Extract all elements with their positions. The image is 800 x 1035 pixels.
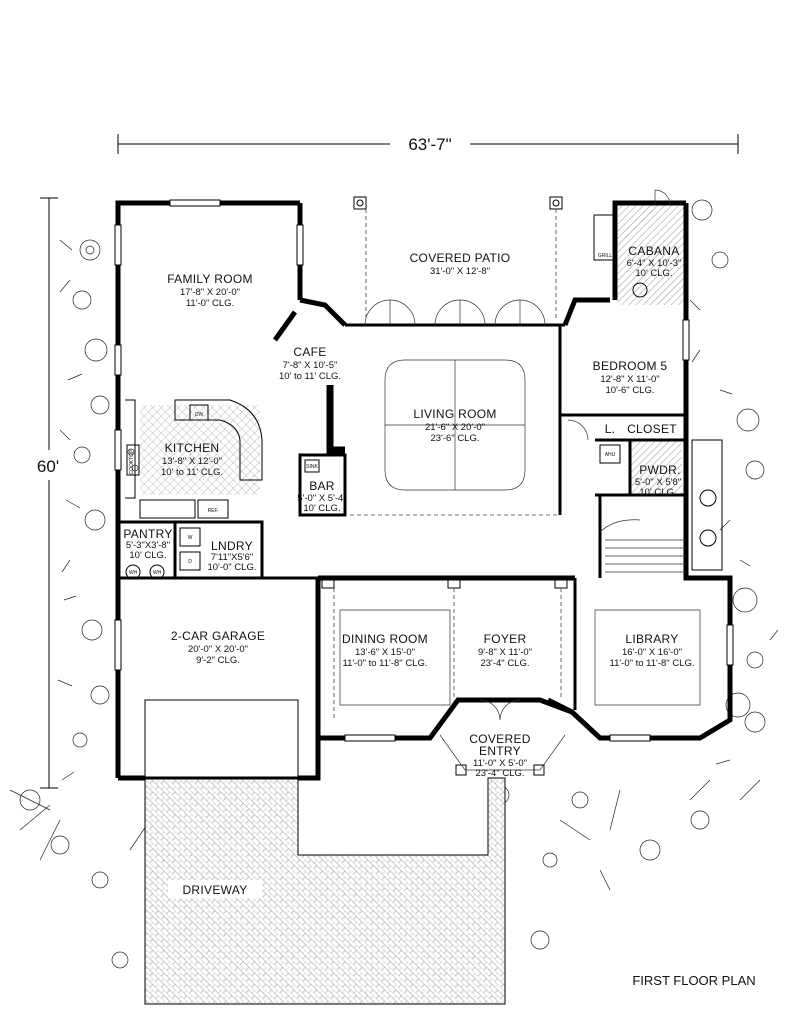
svg-text:BEDROOM 5: BEDROOM 5 <box>593 359 668 373</box>
ahu-label: AHU <box>605 452 616 458</box>
svg-text:10' CLG.: 10' CLG. <box>303 503 340 514</box>
svg-text:LIVING ROOM: LIVING ROOM <box>413 407 496 421</box>
svg-text:7'-8" X 10'-5": 7'-8" X 10'-5" <box>283 360 338 371</box>
room-covered-entry: COVERED ENTRY 11'-0" X 5'-0" 23'-4" CLG. <box>469 732 530 779</box>
svg-text:FOYER: FOYER <box>484 632 527 646</box>
bar-fixtures <box>304 459 320 473</box>
room-cafe: CAFE 7'-8" X 10'-5" 10' to 11' CLG. <box>279 345 341 382</box>
svg-text:13'-8" X 12'-0": 13'-8" X 12'-0" <box>162 456 222 467</box>
room-family: FAMILY ROOM 17'-8" X 20'-0" 11'-0" CLG. <box>167 272 253 309</box>
room-bedroom-5: BEDROOM 5 12'-8" X 11'-0" 10'-6" CLG. <box>593 359 668 396</box>
patio-columns <box>353 196 563 320</box>
room-closet: CLOSET L. <box>605 422 677 436</box>
depth-dimension: 60' <box>37 457 59 476</box>
grill-label: GRILL <box>598 253 613 259</box>
patio-french-doors <box>345 299 565 327</box>
svg-text:DINING ROOM: DINING ROOM <box>342 632 428 646</box>
cabana-fixtures <box>593 189 671 298</box>
laundry-fixtures <box>125 527 201 580</box>
room-dining: DINING ROOM 13'-6" X 15'-0" 11'-0" to 11… <box>342 632 428 669</box>
garage-door <box>144 699 299 780</box>
refrigerator-label: REF. <box>208 508 219 514</box>
linen-closet-label: L. <box>605 422 616 436</box>
svg-text:2-CAR GARAGE: 2-CAR GARAGE <box>171 629 265 643</box>
stair-and-closet-fixtures <box>567 419 723 573</box>
svg-text:11'-0" X 5'-0": 11'-0" X 5'-0" <box>473 758 527 769</box>
svg-text:5'-3"X3'-8": 5'-3"X3'-8" <box>126 540 170 551</box>
svg-text:COVERED PATIO: COVERED PATIO <box>410 251 511 265</box>
svg-text:11'-0" to 11'-8" CLG.: 11'-0" to 11'-8" CLG. <box>609 658 694 669</box>
svg-text:COVERED: COVERED <box>469 732 530 746</box>
svg-text:17'-8" X 20'-0": 17'-8" X 20'-0" <box>180 287 240 298</box>
water-heater-2-label: WH <box>153 570 162 576</box>
svg-text:DRIVEWAY: DRIVEWAY <box>182 883 247 897</box>
svg-text:ENTRY: ENTRY <box>479 744 521 758</box>
svg-text:LNDRY: LNDRY <box>211 539 253 553</box>
driveway-label-group: DRIVEWAY <box>168 880 262 898</box>
living-room-ceiling-detail <box>350 359 560 516</box>
svg-text:PWDR.: PWDR. <box>639 463 681 477</box>
room-kitchen: KITCHEN 13'-8" X 12'-0" 10' to 11' CLG. <box>161 441 223 478</box>
svg-text:20'-0" X 20'-0": 20'-0" X 20'-0" <box>188 644 248 655</box>
powder-floor-tile <box>630 440 682 495</box>
room-foyer: FOYER 9'-8" X 11'-0" 23'-4" CLG. <box>478 632 532 669</box>
cabana-floor-tile <box>618 205 686 305</box>
svg-text:10' CLG.: 10' CLG. <box>639 487 676 498</box>
driveway-paving <box>144 777 506 1005</box>
svg-text:10' to 11' CLG.: 10' to 11' CLG. <box>161 467 223 478</box>
svg-text:10' CLG.: 10' CLG. <box>635 268 672 279</box>
water-heater-1-label: WH <box>129 570 138 576</box>
svg-text:9'-2" CLG.: 9'-2" CLG. <box>196 655 240 666</box>
svg-text:5'-0" X 5'8": 5'-0" X 5'8" <box>635 477 681 488</box>
room-bar: BAR 5'-0" X 5'-4" 10' CLG. <box>297 479 346 514</box>
svg-text:6'-4" X 10'-3": 6'-4" X 10'-3" <box>627 258 682 269</box>
plan-caption: FIRST FLOOR PLAN <box>632 973 755 988</box>
svg-text:7'11"X5'6": 7'11"X5'6" <box>211 552 253 563</box>
dryer-label: D <box>188 559 192 565</box>
svg-text:12'-8" X 11'-0": 12'-8" X 11'-0" <box>600 374 659 385</box>
front-columns <box>321 575 701 776</box>
room-garage: 2-CAR GARAGE 20'-0" X 20'-0" 9'-2" CLG. <box>171 629 265 666</box>
windows <box>114 199 734 742</box>
svg-text:21'-6" X 20'-0": 21'-6" X 20'-0" <box>425 422 485 433</box>
svg-text:10' to 11' CLG.: 10' to 11' CLG. <box>279 371 341 382</box>
room-covered-patio: COVERED PATIO 31'-0" X 12'-8" <box>410 251 511 277</box>
room-library: LIBRARY 16'-0" X 16'-0" 11'-0" to 11'-8"… <box>609 632 694 669</box>
dishwasher-label: DW <box>195 412 204 418</box>
room-powder: PWDR. 5'-0" X 5'8" 10' CLG. <box>635 463 681 498</box>
svg-text:5'-0" X 5'-4": 5'-0" X 5'-4" <box>297 493 346 504</box>
svg-text:LIBRARY: LIBRARY <box>625 632 678 646</box>
svg-text:16'-0" X 16'-0": 16'-0" X 16'-0" <box>622 647 682 658</box>
width-dimension: 63'-7" <box>408 135 451 154</box>
svg-text:10' CLG.: 10' CLG. <box>129 550 166 561</box>
sink-label: SINK <box>306 464 318 470</box>
cooktop-label: COOKTOP <box>129 449 135 475</box>
svg-text:23'-6" CLG.: 23'-6" CLG. <box>430 433 479 444</box>
kitchen-fixtures <box>125 399 263 519</box>
room-living: LIVING ROOM 21'-6" X 20'-0" 23'-6" CLG. <box>413 407 496 444</box>
svg-text:CLOSET: CLOSET <box>627 422 677 436</box>
svg-text:CABANA: CABANA <box>628 244 679 258</box>
svg-text:BAR: BAR <box>309 479 335 493</box>
svg-text:FAMILY ROOM: FAMILY ROOM <box>167 272 253 286</box>
svg-text:9'-8" X 11'-0": 9'-8" X 11'-0" <box>478 647 532 658</box>
room-cabana: CABANA 6'-4" X 10'-3" 10' CLG. <box>627 244 682 279</box>
svg-text:11'-0" CLG.: 11'-0" CLG. <box>186 298 234 309</box>
svg-text:PANTRY: PANTRY <box>123 527 172 541</box>
svg-text:CAFE: CAFE <box>293 345 326 359</box>
svg-text:23'-4" CLG.: 23'-4" CLG. <box>480 658 529 669</box>
svg-text:10'-0" CLG.: 10'-0" CLG. <box>207 562 256 573</box>
room-laundry: LNDRY 7'11"X5'6" 10'-0" CLG. <box>207 539 256 573</box>
svg-text:10'-6" CLG.: 10'-6" CLG. <box>605 385 654 396</box>
interior-walls <box>118 325 686 710</box>
svg-text:KITCHEN: KITCHEN <box>165 441 220 455</box>
svg-text:11'-0" to 11'-8" CLG.: 11'-0" to 11'-8" CLG. <box>342 658 427 669</box>
svg-text:23'-4" CLG.: 23'-4" CLG. <box>475 768 524 779</box>
svg-text:13'-6" X 15'-0": 13'-6" X 15'-0" <box>355 647 415 658</box>
svg-text:31'-0" X 12'-8": 31'-0" X 12'-8" <box>430 266 490 277</box>
washer-label: W <box>188 535 193 541</box>
room-pantry: PANTRY 5'-3"X3'-8" 10' CLG. <box>123 527 172 561</box>
